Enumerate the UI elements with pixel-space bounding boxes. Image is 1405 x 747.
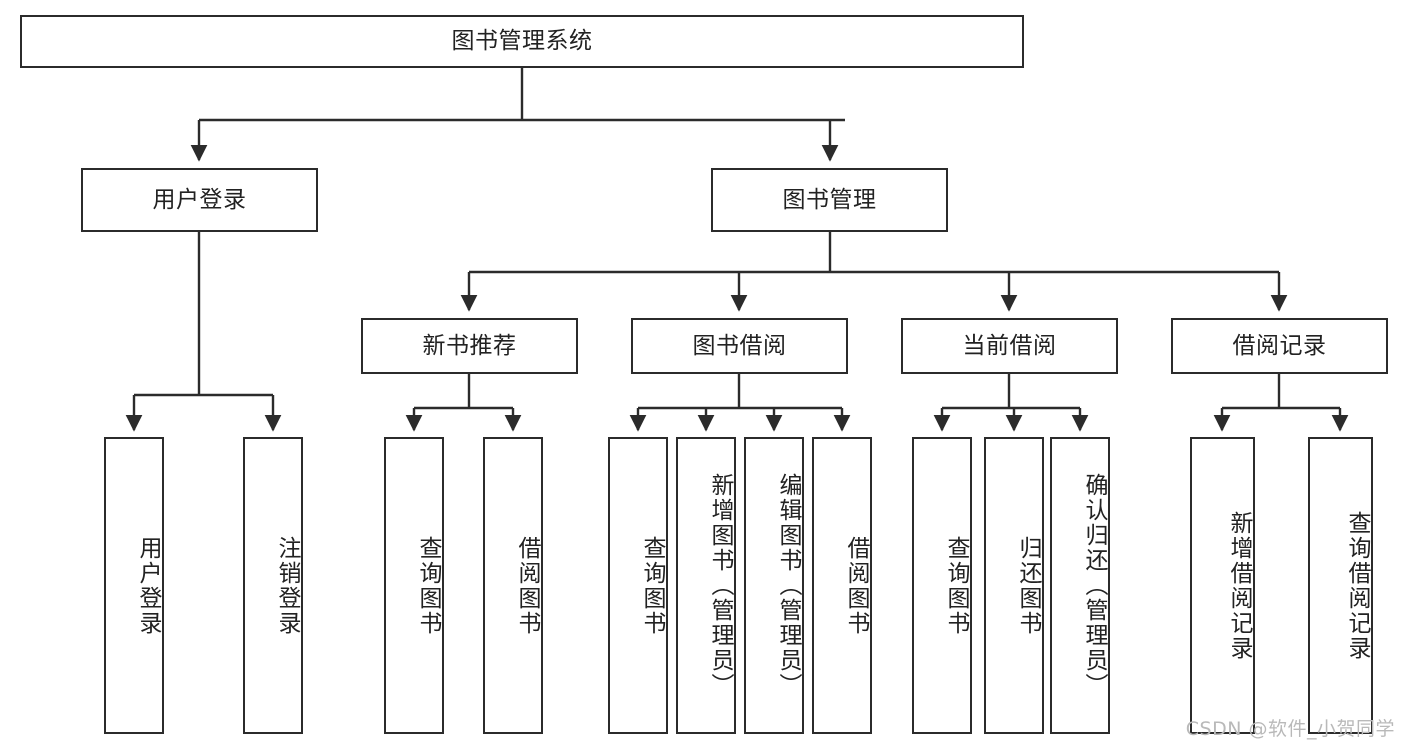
node-leaf-4[interactable]: 查询图书 [608,437,668,734]
csdn-watermark: CSDN @软件_小贺同学 [1185,718,1395,740]
node-leaf-9[interactable]: 归还图书 [984,437,1044,734]
node-leaf-12[interactable]: 查询借阅记录 [1308,437,1373,734]
node-level3-1[interactable]: 图书借阅 [631,318,848,374]
node-level2-0[interactable]: 用户登录 [81,168,318,232]
node-root-图书管理系统[interactable]: 图书管理系统 [20,15,1024,68]
node-level2-1[interactable]: 图书管理 [711,168,948,232]
node-leaf-11[interactable]: 新增借阅记录 [1190,437,1255,734]
node-level3-3[interactable]: 借阅记录 [1171,318,1388,374]
node-leaf-0[interactable]: 用户登录 [104,437,164,734]
node-leaf-3[interactable]: 借阅图书 [483,437,543,734]
node-leaf-6[interactable]: 编辑图书（管理员） [744,437,804,734]
node-leaf-1[interactable]: 注销登录 [243,437,303,734]
node-leaf-7[interactable]: 借阅图书 [812,437,872,734]
node-leaf-2[interactable]: 查询图书 [384,437,444,734]
node-leaf-8[interactable]: 查询图书 [912,437,972,734]
node-level3-0[interactable]: 新书推荐 [361,318,578,374]
node-leaf-10[interactable]: 确认归还（管理员） [1050,437,1110,734]
node-level3-2[interactable]: 当前借阅 [901,318,1118,374]
node-leaf-5[interactable]: 新增图书（管理员） [676,437,736,734]
